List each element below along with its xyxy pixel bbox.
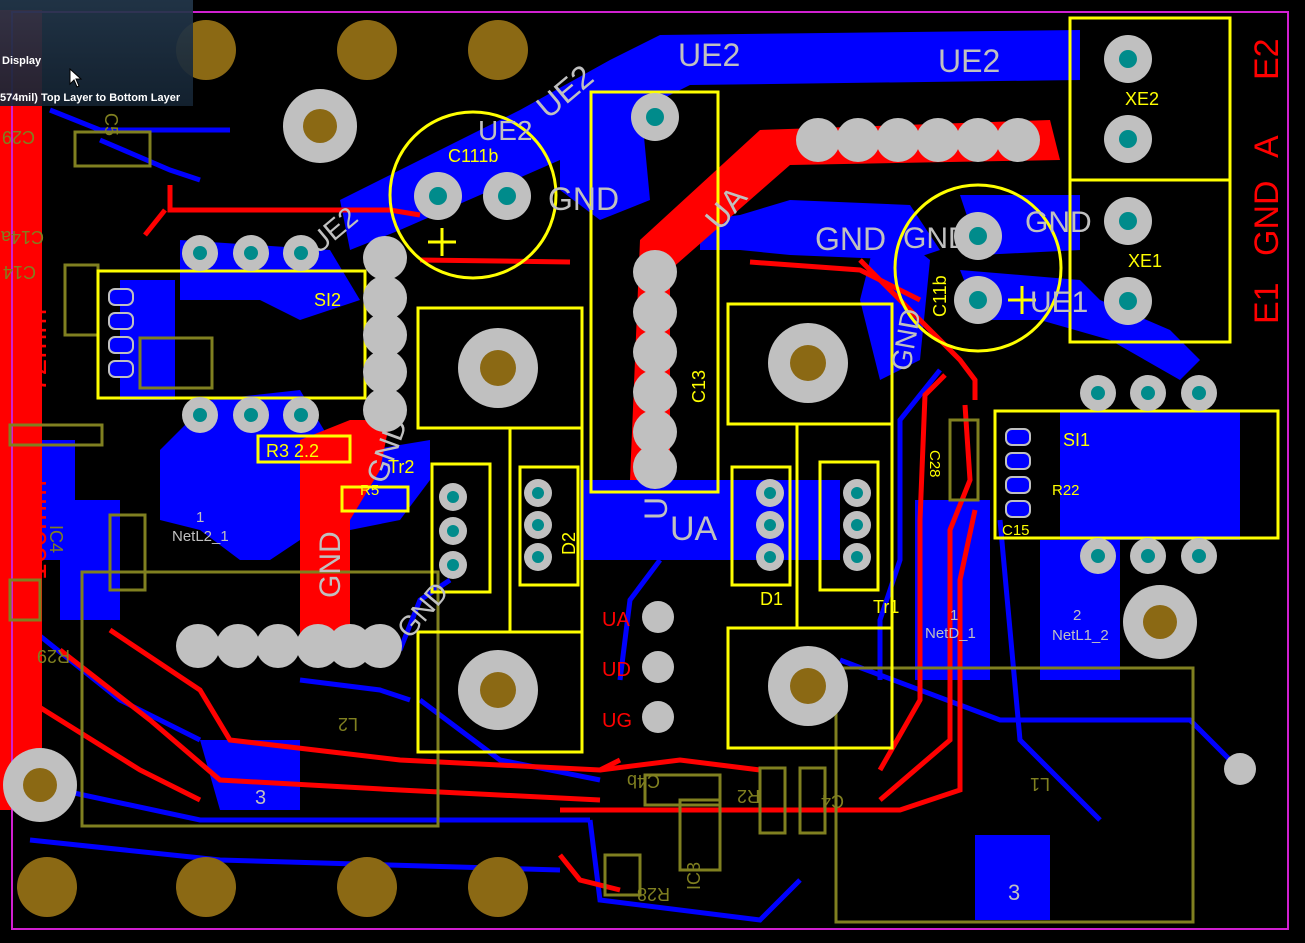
pad-number: 3: [1008, 880, 1020, 905]
board-outline: [11, 11, 1289, 930]
dimension-72mm: 72mm: [20, 309, 53, 392]
label-r29: R29: [37, 646, 70, 666]
label-c11b: C11b: [930, 275, 950, 317]
label-c4: C4: [821, 791, 844, 811]
net-label-u: U: [638, 497, 674, 520]
net-label-ue2: UE2: [938, 43, 1000, 79]
testpoint-ua: UA: [602, 609, 630, 631]
net-label-gnd: GND: [903, 222, 970, 255]
label-c14: C14: [3, 262, 36, 282]
label-xe2: XE2: [1125, 89, 1159, 109]
connector-label-gnd: GND: [1248, 180, 1286, 256]
net-label-ue2: UE2: [678, 37, 740, 73]
label-c5: C5: [101, 113, 121, 136]
hint-title: Display: [2, 55, 42, 67]
testpoint-ug: UG: [602, 710, 632, 732]
label-c28: C28: [926, 450, 943, 478]
bottom-traces: [18, 107, 1242, 923]
dimension-160mm: 160mm: [20, 480, 53, 580]
pads: [108, 35, 1256, 785]
label-c111b: C111b: [448, 146, 498, 166]
label-r22: R22: [1052, 482, 1080, 499]
label-r28: R28: [637, 884, 670, 904]
pad-number: 3: [255, 787, 266, 809]
pad-number: 1: [196, 509, 204, 526]
label-l1: L1: [1030, 774, 1050, 794]
label-c15: C15: [1002, 522, 1030, 539]
net-label-ue1: UE1: [1030, 286, 1088, 319]
net-label-gnd: GND: [815, 221, 886, 257]
pad-number: 1: [950, 607, 958, 624]
net-label-netd: NetD_1: [925, 625, 976, 642]
mouse-cursor-icon: [69, 68, 83, 88]
label-c29: C29: [2, 127, 35, 147]
testpoint-ud: UD: [602, 659, 631, 681]
top-copper-layer: [0, 10, 1060, 810]
net-label-ue2: UE2: [478, 115, 532, 146]
label-d1: D1: [760, 589, 783, 609]
net-label-ua: UA: [670, 510, 718, 548]
pad-number: 2: [1073, 607, 1081, 624]
label-r2: R2: [737, 786, 760, 806]
label-r5: R5: [360, 482, 379, 499]
mechanical-layer: [8, 130, 1195, 924]
label-tr2: Tr2: [388, 457, 414, 477]
label-si1: SI1: [1063, 430, 1090, 450]
label-r3: R3 2.2: [266, 441, 319, 461]
label-xe1: XE1: [1128, 251, 1162, 271]
connector-label-a: A: [1248, 135, 1286, 158]
label-tr1: Tr1: [873, 597, 899, 617]
net-label-netl2: NetL2_1: [172, 528, 229, 545]
label-c14a: C14a: [0, 227, 44, 247]
net-label-gnd: GND: [314, 531, 347, 598]
top-traces: [10, 185, 978, 893]
label-c4b: C4b: [627, 771, 660, 791]
label-ic3: IC3: [684, 862, 704, 890]
display-hint-panel: Display 574mil) Top Layer to Bottom Laye…: [0, 0, 193, 106]
net-label-gnd: GND: [548, 181, 619, 217]
connector-label-e1: E1: [1248, 282, 1286, 324]
net-label-netl1: NetL1_2: [1052, 627, 1109, 644]
label-d2: D2: [559, 532, 579, 555]
connector-label-e2: E2: [1248, 38, 1286, 80]
label-l2: L2: [338, 714, 358, 734]
hint-layer-info: 574mil) Top Layer to Bottom Layer: [0, 92, 181, 104]
label-ic4: IC4: [46, 525, 66, 553]
label-c13: C13: [689, 370, 709, 403]
label-si2: SI2: [314, 290, 341, 310]
net-label-gnd: GND: [1025, 206, 1092, 239]
